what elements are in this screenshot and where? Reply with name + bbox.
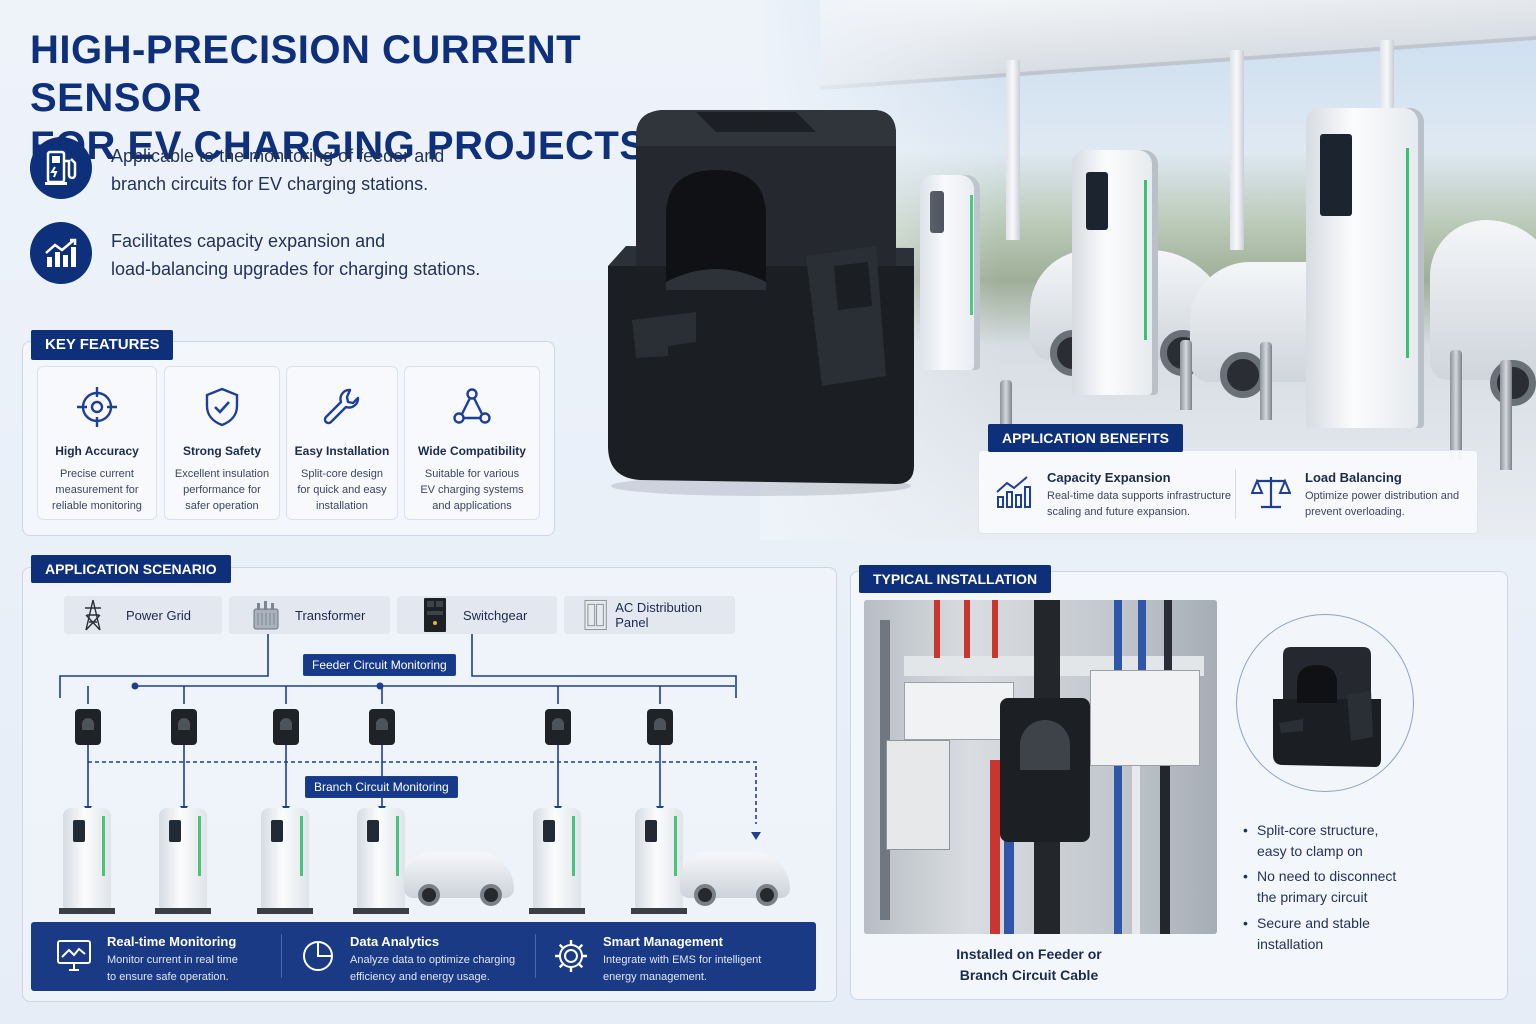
installation-photo xyxy=(864,600,1217,934)
wrench-icon xyxy=(323,388,360,425)
title-line: HIGH-PRECISION CURRENT SENSOR xyxy=(30,28,582,120)
charger-unit xyxy=(1306,108,1424,428)
feature-title: Easy Installation xyxy=(294,444,390,458)
capabilities-bar: Real-time Monitoring Monitor current in … xyxy=(31,922,816,991)
feature-title: High Accuracy xyxy=(55,444,139,458)
charging-station xyxy=(155,808,211,914)
capability-title: Real-time Monitoring xyxy=(107,934,237,949)
benefits-panel: Capacity Expansion Real-time data suppor… xyxy=(978,450,1478,534)
scenario-heading: APPLICATION SCENARIO xyxy=(31,555,231,583)
source-switchgear: Switchgear xyxy=(397,596,557,634)
charging-station xyxy=(59,808,115,914)
benefit-title: Load Balancing xyxy=(1305,470,1402,485)
balance-scale-icon xyxy=(1251,477,1291,509)
installation-heading: TYPICAL INSTALLATION xyxy=(859,565,1052,593)
bollard xyxy=(1450,350,1462,460)
feeder-circuit-label: Feeder Circuit Monitoring xyxy=(303,654,456,676)
current-sensor-image xyxy=(1273,647,1381,767)
sensor-clamp xyxy=(647,709,673,745)
pie-chart-icon xyxy=(303,941,333,971)
shield-check-icon xyxy=(205,387,239,427)
bollard xyxy=(1180,340,1192,410)
branch-circuit-label: Branch Circuit Monitoring xyxy=(305,776,458,798)
transformer-icon xyxy=(253,601,279,630)
sensor-clamp xyxy=(273,709,299,745)
ev-charger-icon xyxy=(30,137,92,199)
charging-station xyxy=(257,808,313,914)
target-icon xyxy=(77,387,117,427)
benefit-title: Capacity Expansion xyxy=(1047,470,1171,485)
parked-car xyxy=(1430,220,1536,406)
switchgear-icon xyxy=(424,598,446,632)
key-features-heading: KEY FEATURES xyxy=(31,330,174,360)
sensor-clamp xyxy=(75,709,101,745)
page-title: HIGH-PRECISION CURRENT SENSOR FOR EV CHA… xyxy=(30,26,730,170)
monitor-chart-icon xyxy=(57,940,91,971)
charging-station xyxy=(631,808,687,914)
capability-title: Data Analytics xyxy=(350,934,440,949)
source-power-grid: Power Grid xyxy=(64,596,222,634)
source-transformer: Transformer xyxy=(229,596,390,634)
current-sensor-product-image xyxy=(608,110,914,496)
charging-station xyxy=(353,808,409,914)
network-icon xyxy=(453,388,491,424)
capability-title: Smart Management xyxy=(603,934,723,949)
bollard xyxy=(1500,360,1512,470)
sensor-clamp xyxy=(369,709,395,745)
feature-title: Strong Safety xyxy=(182,444,261,458)
canopy-post xyxy=(1230,50,1244,250)
bollard xyxy=(1260,342,1272,420)
distribution-panel-icon xyxy=(584,599,607,631)
growth-chart-icon xyxy=(996,476,1031,508)
gear-icon xyxy=(555,940,587,972)
feature-title: Wide Compatibility xyxy=(418,444,526,458)
intro-text: Facilitates capacity expansion and load-… xyxy=(111,231,481,279)
installation-bullet: •Split-core structure,easy to clamp on xyxy=(1243,822,1379,859)
title-line: FOR EV CHARGING PROJECTS xyxy=(30,124,647,168)
canopy-post xyxy=(1006,60,1020,240)
power-tower-icon xyxy=(85,599,101,631)
sensor-closeup xyxy=(1236,614,1414,792)
charger-unit xyxy=(1072,150,1158,395)
intro-text: Applicable to the monitoring of feeder a… xyxy=(111,146,445,194)
ev-car xyxy=(404,852,514,906)
sensor-clamp xyxy=(171,709,197,745)
ev-car xyxy=(680,852,790,906)
source-ac-distribution-panel: AC Distribution Panel xyxy=(564,596,735,634)
growth-chart-icon xyxy=(30,222,92,284)
benefits-heading: APPLICATION BENEFITS xyxy=(988,424,1183,452)
charging-station xyxy=(529,808,585,914)
sensor-clamp xyxy=(545,709,571,745)
